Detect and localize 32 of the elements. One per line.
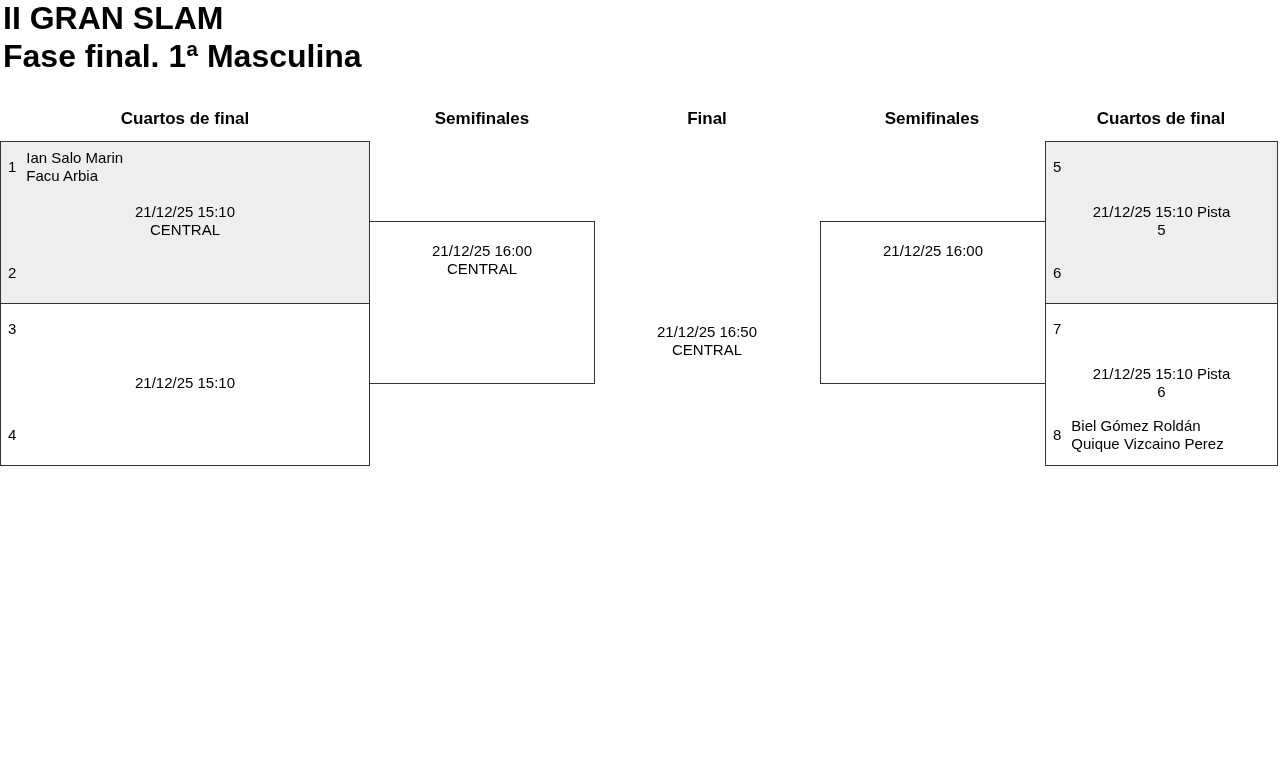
seed-number: 1 <box>8 158 17 176</box>
column-heading: Final <box>687 109 727 129</box>
match-time: 21/12/25 15:10 Pista 5 <box>1091 203 1232 239</box>
seed-number: 3 <box>8 320 17 338</box>
column-heading: Semifinales <box>884 109 980 129</box>
match-box <box>820 221 1046 384</box>
match-time: 21/12/25 16:50 CENTRAL <box>655 323 759 359</box>
player-name: Ian Salo Marin <box>26 149 124 167</box>
seed-number: 2 <box>8 264 17 282</box>
seed-number: 6 <box>1053 264 1062 282</box>
match-box <box>1045 303 1278 466</box>
page-subtitle: Fase final. 1ª Masculina <box>3 37 362 75</box>
match-time: 21/12/25 16:00 CENTRAL <box>430 242 534 278</box>
column-heading: Cuartos de final <box>120 109 250 129</box>
player-name: Facu Arbia <box>26 167 99 185</box>
match-box <box>369 221 595 384</box>
match-time: 21/12/25 15:10 <box>134 374 236 392</box>
seed-number: 8 <box>1053 426 1062 444</box>
seed-number: 4 <box>8 426 17 444</box>
column-heading: Semifinales <box>434 109 530 129</box>
match-time: 21/12/25 15:10 Pista 6 <box>1091 365 1232 401</box>
match-box <box>0 303 370 466</box>
match-time: 21/12/25 15:10 CENTRAL <box>133 203 237 239</box>
match-time: 21/12/25 16:00 <box>882 242 984 260</box>
seed-number: 7 <box>1053 320 1062 338</box>
player-name: Quique Vizcaino Perez <box>1071 435 1224 453</box>
column-heading: Cuartos de final <box>1096 109 1226 129</box>
player-name: Biel Gómez Roldán <box>1071 417 1201 435</box>
page-title: II GRAN SLAM <box>3 0 224 37</box>
match-box <box>0 141 370 304</box>
seed-number: 5 <box>1053 158 1062 176</box>
match-box <box>1045 141 1278 304</box>
